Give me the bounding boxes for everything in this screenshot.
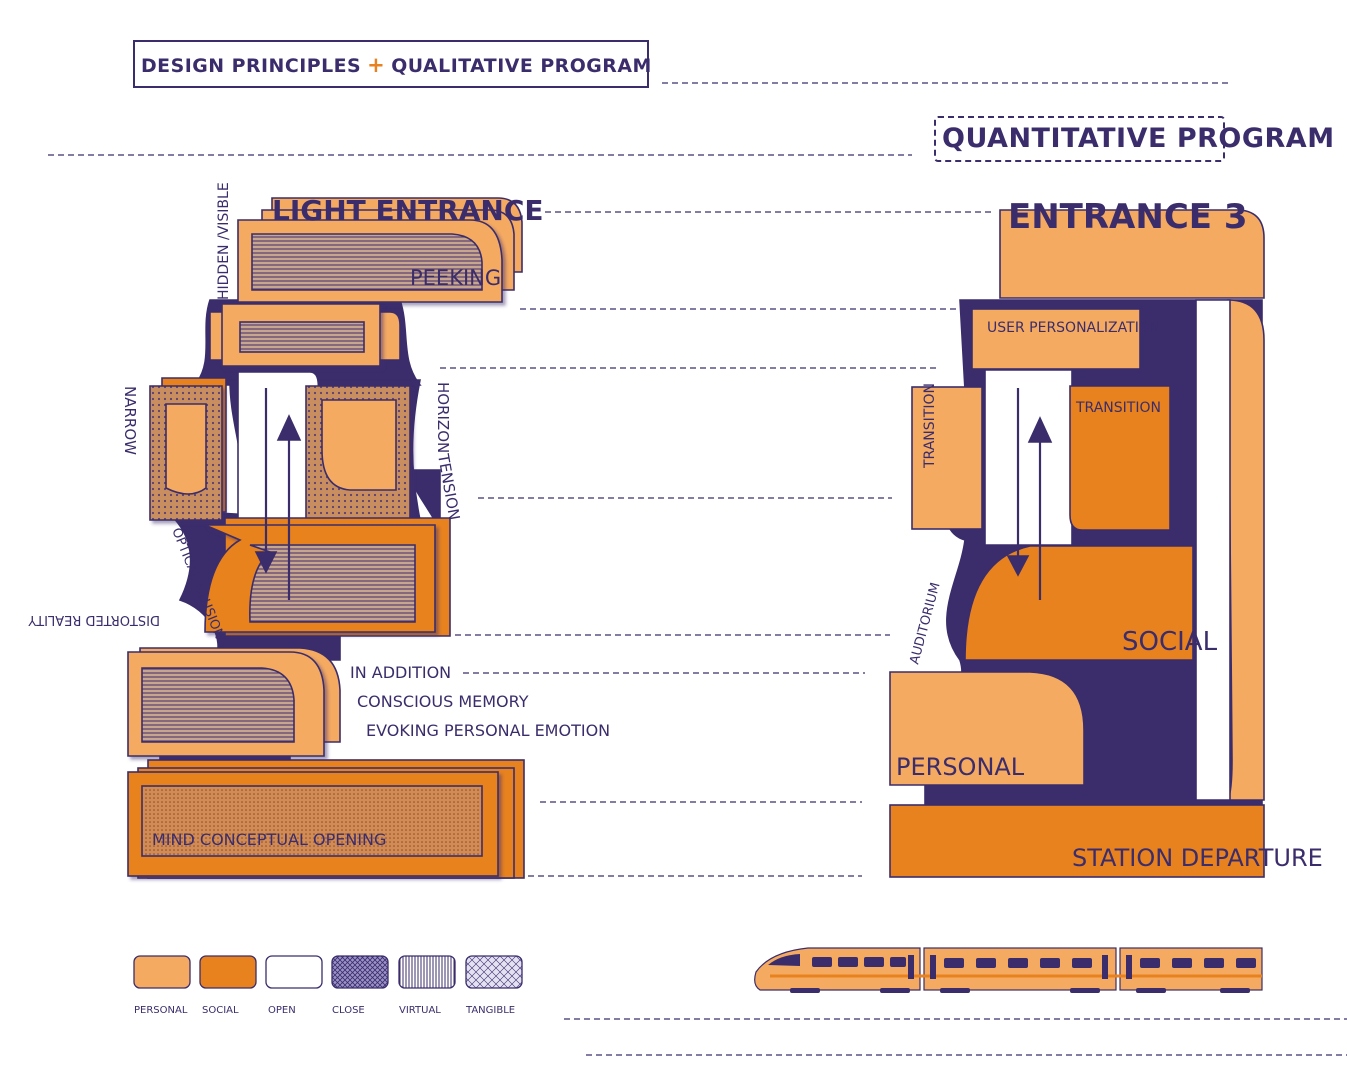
legend-label-virtual: VIRTUAL xyxy=(399,1005,441,1016)
quantitative-labels: ENTRANCE 3 USER PERSONALIZATION TRANSITI… xyxy=(896,197,1323,872)
legend-label-tangible: TANGIBLE xyxy=(465,1005,515,1016)
label-distorted-reality: DISTORTED REALITY xyxy=(28,612,160,627)
block-user-personalization xyxy=(971,308,1141,370)
label-evoking-emotion: EVOKING PERSONAL EMOTION xyxy=(366,721,610,740)
train-wheels xyxy=(790,988,1250,993)
quantitative-diagram xyxy=(889,209,1265,878)
legend xyxy=(133,955,523,989)
label-entrance: ENTRANCE 3 xyxy=(1008,197,1248,237)
legend-swatch-close xyxy=(331,955,389,989)
label-narrow: NARROW xyxy=(121,386,139,455)
narrow-wall-left-inner xyxy=(165,403,207,495)
open-space xyxy=(984,369,1073,546)
legend-swatch-tangible xyxy=(465,955,523,989)
block-personal xyxy=(889,671,1085,786)
guide-lines xyxy=(48,82,1347,1056)
legend-label-social: SOCIAL xyxy=(202,1005,239,1016)
narrow-wall-right-inner xyxy=(321,399,397,491)
narrow-cap-window xyxy=(239,321,365,353)
label-peeking: PEEKING xyxy=(410,266,501,290)
train-car-front xyxy=(754,947,921,991)
block-right-strip xyxy=(1226,299,1265,801)
up-arrow-head xyxy=(276,414,302,441)
label-horizon: HORIZON xyxy=(434,382,452,453)
legend-label-close: CLOSE xyxy=(332,1005,365,1016)
label-social: SOCIAL xyxy=(1122,627,1218,657)
legend-label-open: OPEN xyxy=(268,1005,296,1016)
title-design-principles: DESIGN PRINCIPLES xyxy=(141,55,362,77)
qualitative-labels: LIGHT ENTRANCE PEEKING HIDDEN /VISIBLE N… xyxy=(28,182,610,849)
block-entrance xyxy=(999,209,1265,299)
label-station-departure: STATION DEPARTURE xyxy=(1072,844,1323,872)
page-title: DESIGN PRINCIPLES+QUALITATIVE PROGRAM xyxy=(133,40,652,88)
block-social xyxy=(964,545,1194,661)
up-arrow-head xyxy=(1027,416,1053,443)
mind-opening-window xyxy=(141,785,483,857)
label-mind-opening: MIND CONCEPTUAL OPENING xyxy=(152,830,386,849)
train-windshield xyxy=(768,954,800,966)
qualitative-diagram xyxy=(127,197,525,879)
legend-label-personal: PERSONAL xyxy=(134,1005,188,1016)
legend-labels: PERSONAL SOCIAL OPEN CLOSE VIRTUAL TANGI… xyxy=(134,1005,515,1016)
train-illustration xyxy=(754,947,1263,993)
down-arrow-head xyxy=(254,551,278,574)
label-conscious-memory: CONSCIOUS MEMORY xyxy=(357,692,529,711)
block-transition-right xyxy=(1069,385,1171,531)
block-transition-left xyxy=(911,386,983,530)
block-station-departure xyxy=(889,804,1265,878)
legend-swatch-virtual xyxy=(398,955,456,989)
label-auditorium: AUDITORIUM xyxy=(907,581,943,666)
label-hidden-visible: HIDDEN /VISIBLE xyxy=(216,182,232,300)
legend-swatch-social xyxy=(199,955,257,989)
legend-swatch-personal xyxy=(133,955,191,989)
legend-swatch-open xyxy=(265,955,323,989)
label-transition-right: TRANSITION xyxy=(1075,400,1161,416)
train-car-middle xyxy=(923,947,1117,991)
down-arrow-head xyxy=(1006,555,1030,577)
train-windows xyxy=(812,955,1256,979)
title-qualitative-program: QUALITATIVE PROGRAM xyxy=(391,55,652,77)
label-personal: PERSONAL xyxy=(896,753,1025,781)
label-in-addition: IN ADDITION xyxy=(350,663,451,682)
train-car-rear xyxy=(1119,947,1263,991)
label-user-personalization: USER PERSONALIZATION xyxy=(987,320,1160,336)
open-space-right xyxy=(1195,299,1231,801)
light-entrance-window xyxy=(251,233,483,291)
plus-icon: + xyxy=(367,53,386,77)
memory-block-window xyxy=(141,667,295,743)
label-light-entrance: LIGHT ENTRANCE xyxy=(272,194,544,227)
label-transition-left: TRANSITION xyxy=(922,383,938,469)
